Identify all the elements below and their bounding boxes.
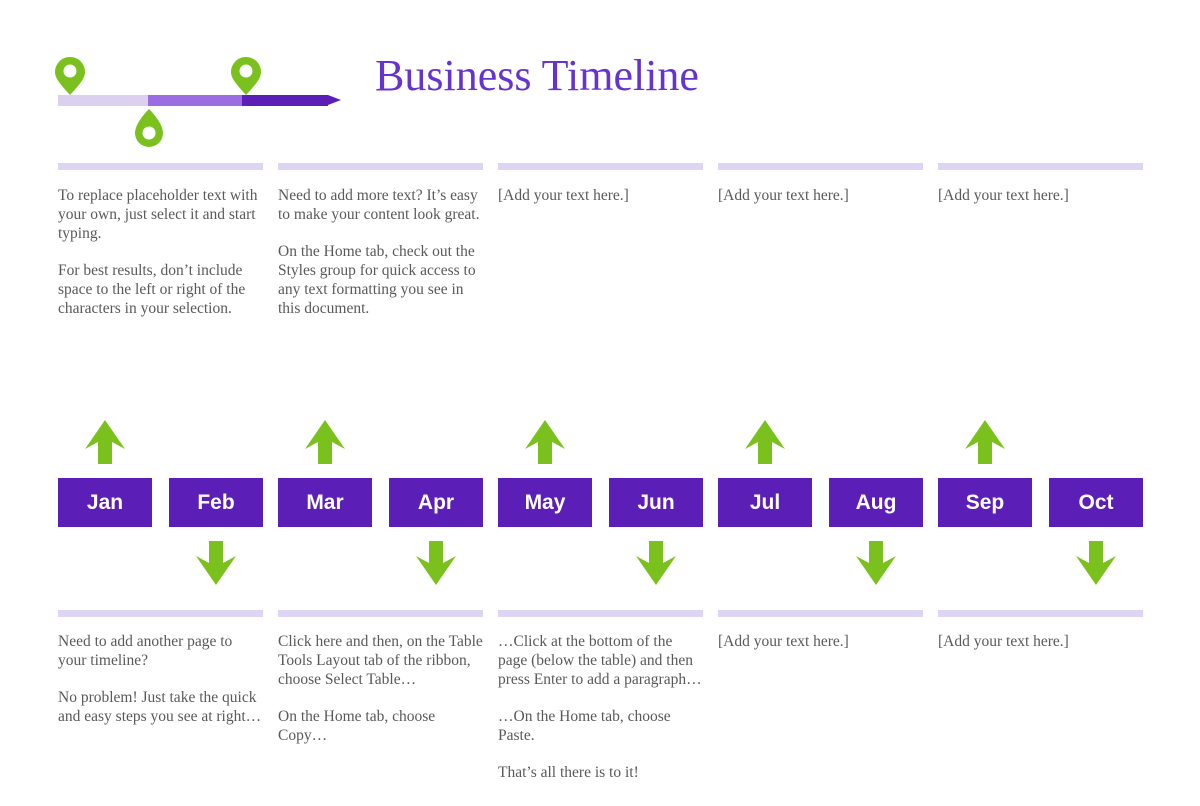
month-cell-feb[interactable]: Feb [169, 478, 263, 527]
column-divider [938, 163, 1143, 170]
teardrop-pin-icon [135, 109, 163, 147]
column-divider [58, 163, 263, 170]
down-arrow-icon [1076, 541, 1116, 585]
body-paragraph[interactable]: On the Home tab, check out the Styles gr… [278, 243, 476, 317]
column-divider [278, 610, 483, 617]
map-pin-icon [55, 57, 85, 95]
body-paragraph[interactable]: …Click at the bottom of the page (below … [498, 633, 702, 688]
bottom-text-column-1[interactable]: Need to add another page to your timelin… [58, 632, 263, 782]
body-paragraph[interactable]: …On the Home tab, choose Paste. [498, 708, 671, 744]
month-group-may-jun: May Jun [498, 420, 703, 585]
month-group-jan-feb: Jan Feb [58, 420, 263, 585]
body-paragraph[interactable]: To replace placeholder text with your ow… [58, 187, 258, 242]
page-title[interactable]: Business Timeline [375, 51, 699, 100]
down-arrow-icon [636, 541, 676, 585]
timeline-row: Jan Feb Mar Apr May Jun [58, 420, 1143, 585]
bottom-text-column-2[interactable]: Click here and then, on the Table Tools … [278, 632, 483, 782]
month-cell-jun[interactable]: Jun [609, 478, 703, 527]
timeline-bar-segment-light [58, 95, 148, 106]
top-divider-row [58, 163, 1143, 170]
placeholder-text[interactable]: [Add your text here.] [498, 187, 629, 204]
map-pin-icon [231, 57, 261, 95]
top-text-row: To replace placeholder text with your ow… [58, 186, 1143, 318]
up-arrow-icon [305, 420, 345, 464]
timeline-bar-segment-medium [148, 95, 242, 106]
column-divider [278, 163, 483, 170]
column-divider [718, 610, 923, 617]
column-divider [58, 610, 263, 617]
body-paragraph[interactable]: For best results, don’t include space to… [58, 262, 246, 317]
arrowhead-icon [328, 95, 341, 105]
body-paragraph[interactable]: No problem! Just take the quick and easy… [58, 689, 262, 725]
top-text-column-4[interactable]: [Add your text here.] [718, 186, 923, 318]
top-text-column-2[interactable]: Need to add more text? It’s easy to make… [278, 186, 483, 318]
month-cell-mar[interactable]: Mar [278, 478, 372, 527]
month-cell-may[interactable]: May [498, 478, 592, 527]
month-cell-apr[interactable]: Apr [389, 478, 483, 527]
bottom-text-column-5[interactable]: [Add your text here.] [938, 632, 1143, 782]
bottom-text-row: Need to add another page to your timelin… [58, 632, 1143, 782]
bottom-text-column-3[interactable]: …Click at the bottom of the page (below … [498, 632, 703, 782]
body-paragraph[interactable]: Click here and then, on the Table Tools … [278, 633, 483, 688]
month-cell-aug[interactable]: Aug [829, 478, 923, 527]
bottom-text-column-4[interactable]: [Add your text here.] [718, 632, 923, 782]
bottom-divider-row [58, 610, 1143, 617]
top-text-column-5[interactable]: [Add your text here.] [938, 186, 1143, 318]
placeholder-text[interactable]: [Add your text here.] [938, 633, 1069, 650]
body-paragraph[interactable]: Need to add another page to your timelin… [58, 633, 233, 669]
month-cell-jul[interactable]: Jul [718, 478, 812, 527]
top-text-column-1[interactable]: To replace placeholder text with your ow… [58, 186, 263, 318]
month-group-mar-apr: Mar Apr [278, 420, 483, 585]
column-divider [498, 163, 703, 170]
month-group-sep-oct: Sep Oct [938, 420, 1143, 585]
month-cell-jan[interactable]: Jan [58, 478, 152, 527]
down-arrow-icon [416, 541, 456, 585]
column-divider [498, 610, 703, 617]
up-arrow-icon [745, 420, 785, 464]
body-paragraph[interactable]: Need to add more text? It’s easy to make… [278, 187, 480, 223]
down-arrow-icon [196, 541, 236, 585]
placeholder-text[interactable]: [Add your text here.] [718, 633, 849, 650]
month-group-jul-aug: Jul Aug [718, 420, 923, 585]
column-divider [938, 610, 1143, 617]
body-paragraph[interactable]: On the Home tab, choose Copy… [278, 708, 436, 744]
month-cell-oct[interactable]: Oct [1049, 478, 1143, 527]
body-paragraph[interactable]: That’s all there is to it! [498, 764, 639, 781]
placeholder-text[interactable]: [Add your text here.] [938, 187, 1069, 204]
down-arrow-icon [856, 541, 896, 585]
top-text-column-3[interactable]: [Add your text here.] [498, 186, 703, 318]
month-cell-sep[interactable]: Sep [938, 478, 1032, 527]
up-arrow-icon [965, 420, 1005, 464]
column-divider [718, 163, 923, 170]
placeholder-text[interactable]: [Add your text here.] [718, 187, 849, 204]
up-arrow-icon [85, 420, 125, 464]
up-arrow-icon [525, 420, 565, 464]
timeline-bar-segment-dark [242, 95, 328, 106]
